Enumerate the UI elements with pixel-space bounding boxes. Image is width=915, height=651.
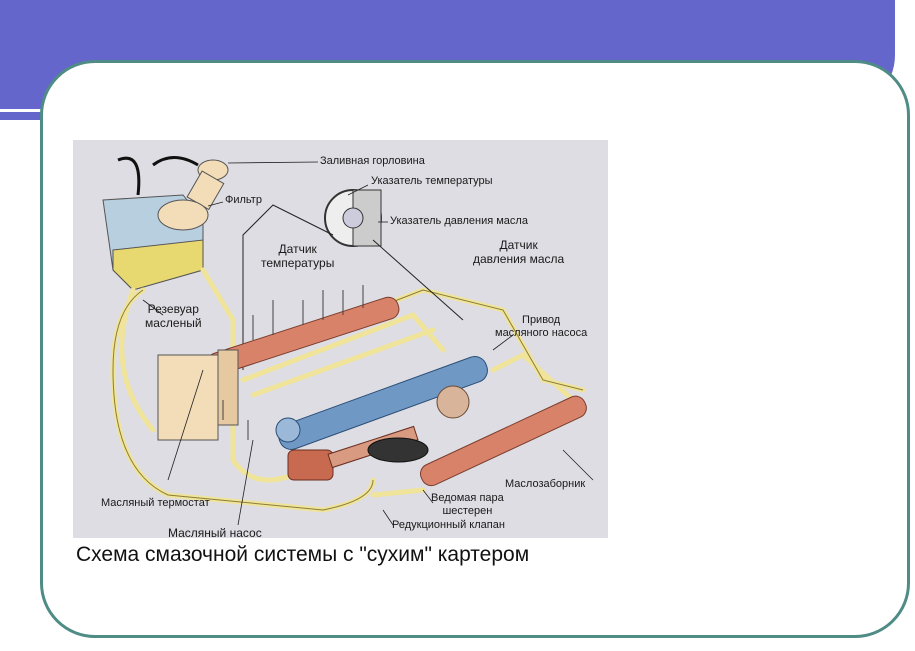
label-oil-pressure-sensor: Датчик давления масла (473, 238, 565, 266)
label-pump-drive: Привод масляного насоса (495, 314, 588, 339)
label-filter: Фильтр (225, 194, 262, 206)
oil-pickup (367, 437, 429, 463)
leader-lines (142, 161, 594, 526)
label-filler-neck: Заливная горловина (320, 155, 425, 167)
label-oil-thermostat: Масляный термостат (101, 497, 210, 509)
label-reducing-valve: Редукционный клапан (392, 519, 505, 531)
oil-tank-level (112, 239, 204, 291)
diagram-illustration (102, 156, 594, 526)
thermostat-side (217, 349, 239, 426)
breather-hose (117, 156, 141, 196)
label-driven-gears: Ведомая пара шестерен (431, 492, 504, 517)
label-oil-pickup: Маслозаборник (505, 478, 586, 490)
camshaft-right (419, 395, 587, 487)
sensor-wires (242, 204, 464, 370)
label-oil-pump: Масляный насос (168, 526, 262, 540)
gauge-center (342, 207, 364, 229)
filter (157, 199, 209, 231)
flow-arrows (222, 285, 364, 440)
label-temp-gauge: Указатель температуры (371, 175, 493, 187)
diagram-caption: Схема смазочной системы с "сухим" картер… (73, 538, 608, 572)
label-temp-sensor: Датчик температуры (261, 242, 335, 270)
crankshaft (275, 356, 488, 450)
vent-hose (152, 156, 199, 167)
label-oil-pressure-gauge: Указатель давления масла (390, 215, 528, 227)
lubrication-diagram: Заливная горловина Фильтр Указатель темп… (73, 140, 608, 572)
thermostat-block (157, 354, 219, 441)
label-oil-tank: Резевуар масленый (145, 302, 202, 330)
